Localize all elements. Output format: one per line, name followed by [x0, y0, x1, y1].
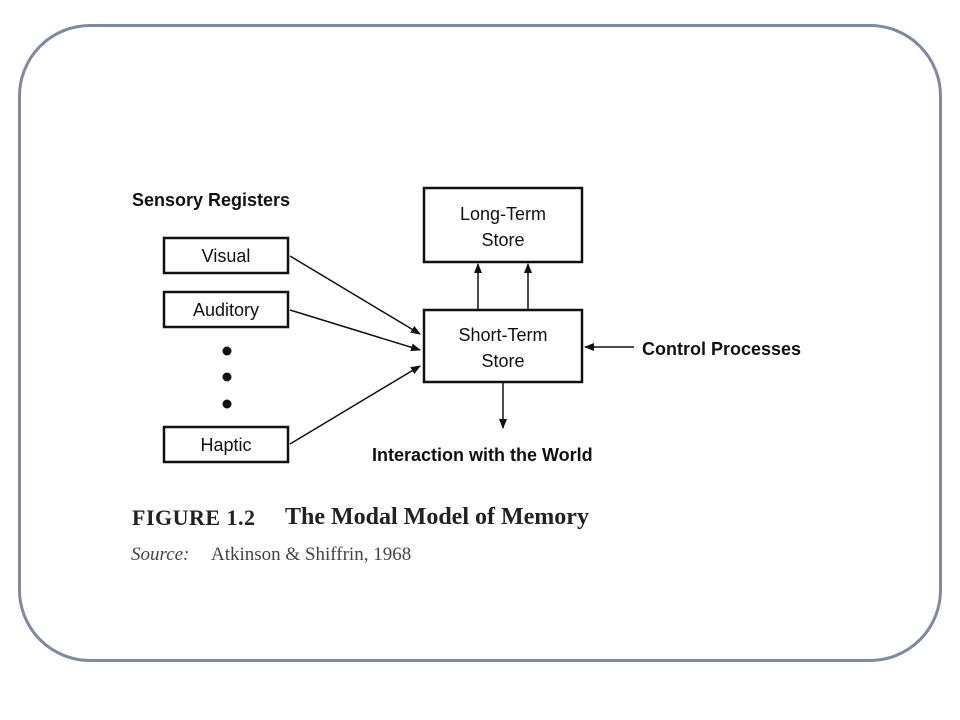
- ellipsis-dot: [222, 372, 232, 382]
- haptic-register-label: Haptic: [200, 435, 251, 455]
- source-label: Source:: [131, 544, 189, 565]
- auditory-register-label: Auditory: [193, 300, 259, 320]
- auditory-register-box: Auditory: [162, 290, 290, 329]
- short-term-store-box: Short-Term Store: [422, 308, 584, 384]
- long-term-store-line2: Store: [481, 230, 524, 250]
- haptic-register-box: Haptic: [162, 425, 290, 464]
- long-term-store-box: Long-Term Store: [422, 186, 584, 264]
- haptic-to-short-term-arrow: [289, 365, 421, 445]
- short-term-store-line1: Short-Term: [458, 325, 547, 345]
- ellipsis-dot: [222, 346, 232, 356]
- figure-number: FIGURE 1.2: [132, 505, 256, 530]
- ellipsis-dot: [222, 399, 232, 409]
- short-term-store-line2: Store: [481, 351, 524, 371]
- visual-register-label: Visual: [202, 246, 251, 266]
- figure-title: The Modal Model of Memory: [285, 504, 589, 530]
- source-text: Atkinson & Shiffrin, 1968: [211, 544, 411, 565]
- visual-register-box: Visual: [162, 236, 290, 275]
- long-term-store-line1: Long-Term: [460, 204, 546, 224]
- interaction-label: Interaction with the World: [372, 445, 593, 465]
- sensory-registers-label: Sensory Registers: [132, 190, 290, 210]
- visual-to-short-term-arrow: [289, 255, 421, 335]
- auditory-to-short-term-arrow: [289, 309, 421, 352]
- control-processes-label: Control Processes: [642, 339, 801, 359]
